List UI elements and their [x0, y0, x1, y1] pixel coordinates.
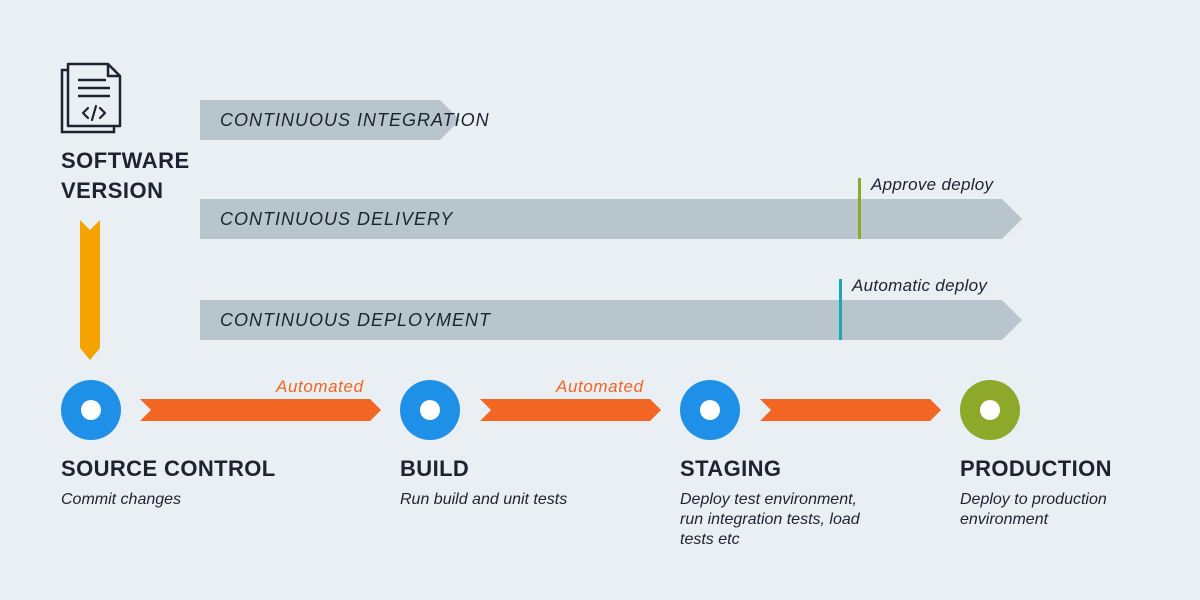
stage-production-description: Deploy to production environment	[960, 491, 1107, 528]
software-version-title: SOFTWARE VERSION	[61, 146, 201, 206]
stage-build-circle	[400, 380, 460, 440]
software-version-line1: SOFTWARE	[61, 148, 190, 173]
band-label: CONTINUOUS INTEGRATION	[220, 110, 490, 130]
code-document-icon	[60, 62, 122, 134]
automatic-deploy-label: Automatic deploy	[852, 276, 988, 295]
band-label: CONTINUOUS DEPLOYMENT	[220, 310, 492, 330]
stage-staging-description: Deploy test environment, run integration…	[680, 491, 860, 548]
approve-deploy-label: Approve deploy	[871, 175, 994, 194]
connector-arrow-3	[760, 399, 941, 421]
stage-source-control-description: Commit changes	[61, 491, 182, 508]
band-continuous-deployment: CONTINUOUS DEPLOYMENT	[200, 300, 1022, 340]
approve-deploy-marker	[858, 178, 861, 239]
band-label: CONTINUOUS DELIVERY	[220, 209, 454, 229]
band-continuous-integration: CONTINUOUS INTEGRATION	[200, 100, 489, 140]
stage-production-title: PRODUCTION	[960, 456, 1112, 481]
stage-staging-circle	[680, 380, 740, 440]
stage-source-control-circle	[61, 380, 121, 440]
band-arrow-shape	[200, 300, 1022, 340]
connector-arrow-1	[140, 399, 381, 421]
band-arrow-shape	[200, 100, 460, 140]
band-arrow-shape	[200, 199, 1022, 239]
stage-build-title: BUILD	[400, 456, 470, 481]
connector-arrow-2	[480, 399, 661, 421]
automated-label-2: Automated	[556, 377, 644, 396]
software-version-line2: VERSION	[61, 178, 164, 203]
automated-label-1: Automated	[276, 377, 364, 396]
stage-production-circle	[960, 380, 1020, 440]
stage-staging-title: STAGING	[680, 456, 782, 481]
stage-build-description: Run build and unit tests	[400, 491, 568, 508]
stage-source-control-title: SOURCE CONTROL	[61, 456, 276, 481]
version-down-arrow	[80, 220, 100, 360]
band-continuous-delivery: CONTINUOUS DELIVERY	[200, 199, 1022, 239]
automatic-deploy-marker	[839, 279, 842, 340]
